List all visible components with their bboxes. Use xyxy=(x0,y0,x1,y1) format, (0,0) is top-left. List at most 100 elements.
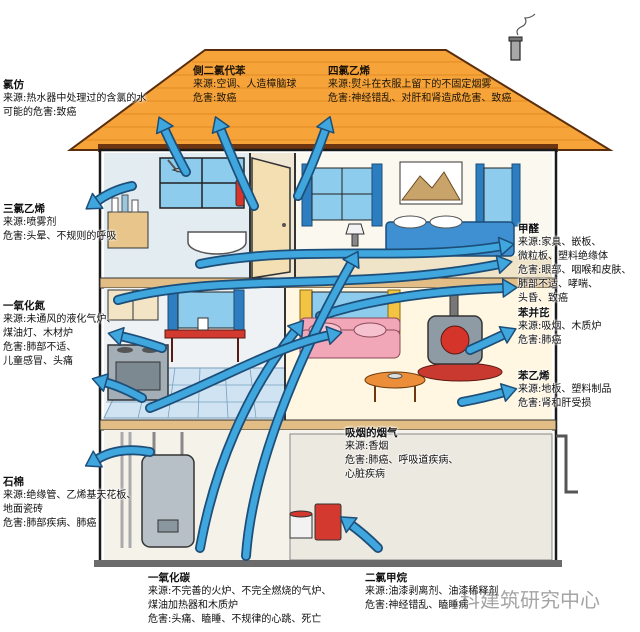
source-text: 来源:油漆剥离剂、油漆稀释剂 xyxy=(365,586,499,597)
ground xyxy=(94,560,562,567)
roof-shingles xyxy=(86,61,591,141)
pollutant-name: 四氯乙烯 xyxy=(328,65,370,77)
arrow-head xyxy=(339,516,358,534)
coffee-table-legs xyxy=(374,386,416,402)
arrow-shaft xyxy=(92,182,136,206)
arrow-shaft xyxy=(160,124,190,176)
continuation-text: 煤油加热器和木质炉 xyxy=(148,600,238,611)
chimney-smoke xyxy=(516,13,536,36)
side-curtain-right xyxy=(511,163,521,227)
label-asbestos: 石棉 来源:绝缘管、乙烯基天花板、 地面瓷砖 危害:肺部疾病、肺癌 xyxy=(3,475,136,531)
source-text: 来源:空调、人造樟脑球 xyxy=(193,79,297,90)
kitchen-curtain-left xyxy=(167,289,179,335)
arrow-kitchen-to-living xyxy=(145,325,343,413)
chimney xyxy=(508,13,536,61)
side-curtain-left xyxy=(475,163,485,227)
arrow-shaft xyxy=(100,378,146,402)
arrow-head xyxy=(342,250,360,269)
source-text: 来源:不完善的火炉、不完全燃烧的气炉、 xyxy=(148,586,332,597)
roof-eave xyxy=(98,144,558,152)
arrow-head xyxy=(85,192,104,210)
arrow-shaft xyxy=(92,447,154,464)
bottle xyxy=(111,197,119,213)
arrow-to-styrene xyxy=(457,383,518,407)
pollutant-name: 吸烟的烟气 xyxy=(345,427,398,439)
stove-flame xyxy=(440,325,470,355)
source-text: 来源:地板、塑料制品 xyxy=(518,384,612,395)
continuation-text: 肺部不适、哮喘、 xyxy=(518,279,598,290)
arrow-head xyxy=(501,278,518,298)
label-tobacco-smoke: 吸烟的烟气 来源:香烟 危害:肺癌、呼吸道疾病、 心脏疾病 xyxy=(345,426,458,482)
pollutant-name: 石棉 xyxy=(3,476,24,488)
coffee-table xyxy=(364,371,426,389)
label-nitric-oxide: 一氧化氮 来源:未通风的液化气炉、 煤油灯、木材炉 危害:肺部不适、 儿童感冒、… xyxy=(3,299,116,369)
pollutant-name: 三氯乙烯 xyxy=(3,203,45,215)
arrow-shaft xyxy=(466,330,509,354)
source-text: 来源:熨斗在衣服上留下的不固定烟雾 xyxy=(328,79,492,90)
label-trichloroethylene: 三氯乙烯 来源:喷雾剂 危害:头晕、不规则的呼吸 xyxy=(3,202,116,244)
hazard-text: 危害:神经错乱、对肝和肾造成危害、致癌 xyxy=(328,93,512,104)
hazard-text: 危害:神经错乱、瞌睡病 xyxy=(365,600,469,611)
sofa-cushion xyxy=(353,322,387,338)
pollutant-name: 二氯甲烷 xyxy=(365,572,407,584)
bathroom-window-frame xyxy=(160,158,244,208)
hazard-text: 危害:致癌 xyxy=(193,93,237,104)
arrow-head xyxy=(495,254,513,274)
pillow xyxy=(429,215,463,229)
burner xyxy=(117,347,133,353)
hazard-text: 危害:头痛、瞌睡、不规律的心跳、死亡 xyxy=(148,614,322,625)
bathtub xyxy=(187,231,247,255)
arrow-head xyxy=(155,116,174,135)
pollutant-name: 側二氯代苯 xyxy=(193,65,246,77)
cup xyxy=(197,317,209,331)
pillow xyxy=(393,215,427,229)
basement xyxy=(104,430,553,561)
hazard-text: 危害:眼部、咽喉和皮肤、 xyxy=(518,265,632,276)
source-text: 来源:绝缘管、乙烯基天花板、 xyxy=(3,490,137,501)
arrow-head xyxy=(91,373,110,392)
label-styrene: 苯乙烯 来源:地板、塑料制品 危害:肾和肝受损 xyxy=(518,369,611,411)
arrow-head xyxy=(211,116,230,134)
arrow-to-chloroform xyxy=(155,116,191,177)
source-text: 来源:吸烟、木质炉 xyxy=(518,321,602,332)
bedroom-window-frame xyxy=(312,168,372,220)
hazard-text: 危害:肺癌 xyxy=(518,335,562,346)
hazard-text: 危害:肺部疾病、肺癌 xyxy=(3,518,97,529)
arrow-shaft xyxy=(242,258,356,560)
roof xyxy=(66,49,614,152)
hazard-text: 危害:肾和肝受损 xyxy=(518,398,592,409)
label-benzopyrene: 苯并芘 来源:吸烟、木质炉 危害:肺癌 xyxy=(518,306,601,348)
lamp-shade xyxy=(345,223,365,235)
heater-panel xyxy=(157,519,179,533)
airflow-arrows xyxy=(84,115,518,561)
pollutant-name: 一氧化碳 xyxy=(148,572,190,584)
continuation-text: 微粒板、塑料绝缘体 xyxy=(518,251,608,262)
chimney-cap xyxy=(508,36,523,42)
arrow-head xyxy=(499,383,518,402)
chimney-pipe xyxy=(510,39,521,61)
bottle xyxy=(131,199,139,213)
lamp-base xyxy=(351,233,359,247)
continuation-text: 煤油灯、木材炉 xyxy=(3,328,73,339)
arrow-from-basement xyxy=(241,250,360,561)
kitchen-table xyxy=(164,329,246,339)
paint-can-white xyxy=(289,513,313,539)
bedroom-curtain-right xyxy=(371,163,383,227)
arrow-shaft xyxy=(294,124,330,200)
paint-can-lid xyxy=(289,510,313,518)
arrow-head xyxy=(498,325,517,344)
arrow-to-methylene-chloride xyxy=(339,516,383,553)
label-dichlorobenzene: 側二氯代苯 来源:空调、人造樟脑球 危害:致癌 xyxy=(193,64,296,106)
door-knob xyxy=(282,223,286,227)
hazard-text: 可能的危害:致癌 xyxy=(3,107,77,118)
pollutant-name: 甲醛 xyxy=(518,223,539,235)
source-text: 来源:家具、嵌板、 xyxy=(518,237,602,248)
pollutant-name: 一氧化氮 xyxy=(3,300,45,312)
open-door xyxy=(251,157,291,279)
arrow-shaft xyxy=(346,520,382,552)
label-formaldehyde: 甲醛 来源:家具、嵌板、 微粒板、塑料绝缘体 危害:眼部、咽喉和皮肤、 肺部不适… xyxy=(518,222,631,306)
arrow-to-dichlorobenzene xyxy=(211,116,259,211)
arrow-shaft xyxy=(116,332,166,352)
arrow-to-benzopyrene xyxy=(465,325,517,355)
